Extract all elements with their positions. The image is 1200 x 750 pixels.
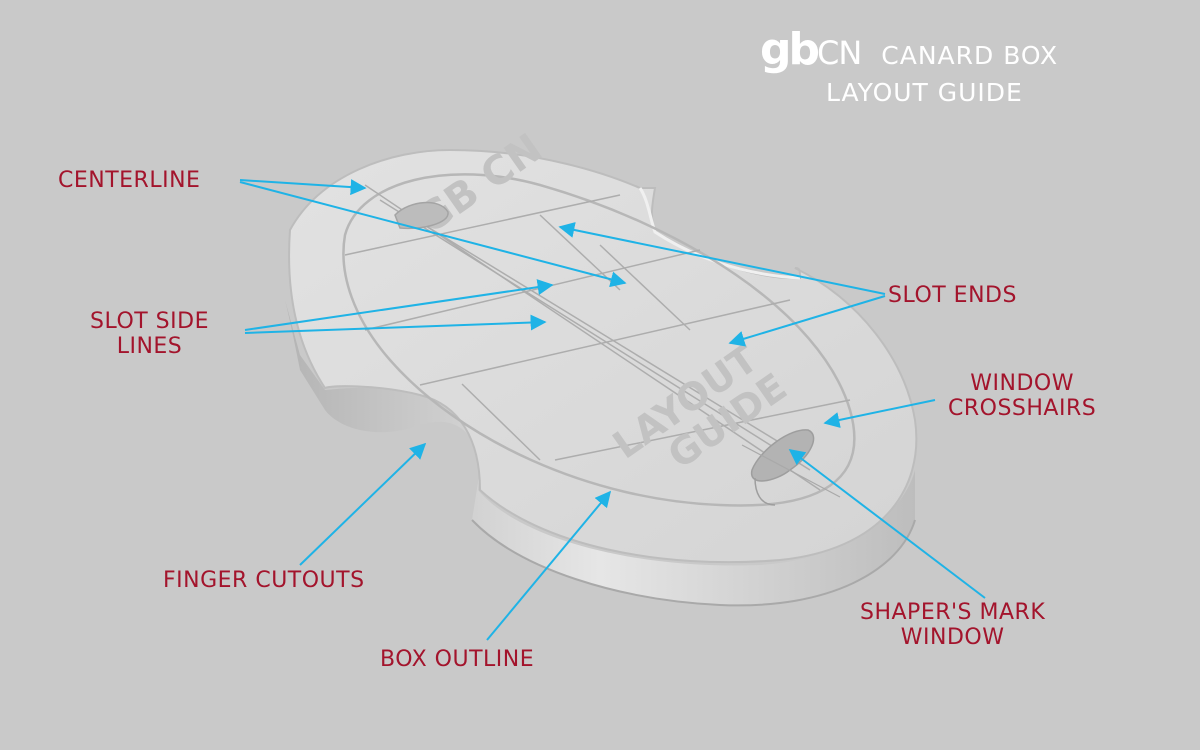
arrow-slot-ends-1 bbox=[558, 222, 886, 295]
label-centerline: CENTERLINE bbox=[58, 168, 201, 193]
header: gb CN CANARD BOX LAYOUT GUIDE bbox=[760, 28, 1140, 108]
label-shapers-mark-window: SHAPER'S MARK WINDOW bbox=[860, 600, 1046, 650]
label-finger-cutouts: FINGER CUTOUTS bbox=[163, 568, 365, 593]
arrow-slot-side-2 bbox=[244, 314, 547, 334]
arrow-centerline-2 bbox=[239, 181, 627, 288]
brand-logo-gb: gb bbox=[760, 24, 820, 75]
label-slot-ends: SLOT ENDS bbox=[888, 283, 1017, 308]
arrow-finger-cutouts bbox=[299, 442, 427, 566]
arrow-slot-ends-2 bbox=[728, 295, 886, 347]
arrow-centerline-1 bbox=[239, 179, 367, 196]
label-slot-side-lines: SLOT SIDE LINES bbox=[90, 309, 209, 359]
callout-arrows bbox=[239, 179, 986, 641]
arrow-shapers-mark bbox=[788, 449, 986, 599]
arrow-box-outline bbox=[486, 490, 612, 641]
puck-side-wall bbox=[285, 300, 916, 607]
arrow-window-crosshairs bbox=[823, 399, 936, 428]
label-box-outline: BOX OUTLINE bbox=[380, 647, 535, 672]
title-line-1: CANARD BOX bbox=[881, 41, 1059, 70]
label-window-crosshairs: WINDOW CROSSHAIRS bbox=[948, 371, 1097, 421]
brand-logo-cn: CN bbox=[817, 34, 862, 72]
box-outline-groove bbox=[342, 173, 856, 507]
engraved-lines bbox=[344, 184, 851, 491]
brand-row: gb CN CANARD BOX bbox=[760, 28, 1140, 75]
arrow-slot-side-1 bbox=[244, 279, 554, 331]
title-line-2: LAYOUT GUIDE bbox=[826, 78, 1023, 107]
shapers-mark-window bbox=[741, 429, 841, 506]
